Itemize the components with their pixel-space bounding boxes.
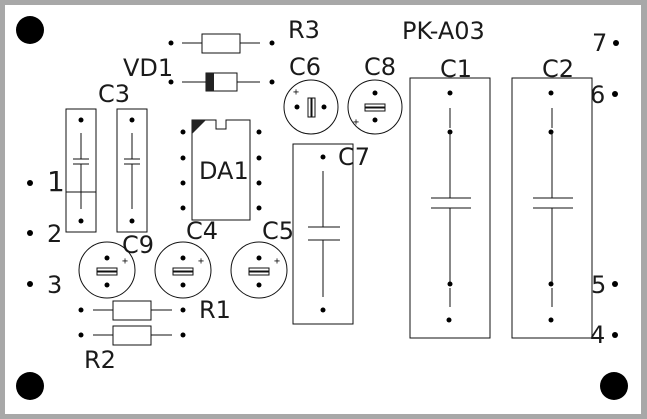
terminal-4[interactable]: 4 bbox=[590, 321, 618, 349]
capacitor-c2[interactable]: C2 bbox=[511, 55, 593, 339]
capacitor-c6[interactable]: C6 + bbox=[283, 53, 339, 135]
mounting-hole-bottom-right bbox=[600, 372, 628, 400]
pad bbox=[269, 79, 275, 85]
label-c1: C1 bbox=[440, 55, 472, 83]
terminal-label: 5 bbox=[591, 271, 606, 299]
terminal-label: 4 bbox=[590, 321, 605, 349]
terminal-1[interactable]: 1 bbox=[27, 165, 65, 198]
pad bbox=[269, 40, 275, 46]
label-da1: DA1 bbox=[199, 157, 249, 185]
terminal-6[interactable]: 6 bbox=[590, 81, 618, 109]
capacitor-c3[interactable]: C3 bbox=[65, 80, 148, 233]
label-c5: C5 bbox=[262, 217, 294, 245]
terminal-label: 7 bbox=[592, 29, 607, 57]
mounting-hole-top-left bbox=[16, 16, 44, 44]
board-title: PK-A03 bbox=[402, 17, 485, 45]
pad bbox=[168, 79, 174, 85]
capacitor-c1[interactable]: C1 bbox=[409, 55, 491, 339]
terminal-label: 2 bbox=[47, 220, 62, 248]
mounting-hole-bottom-left bbox=[16, 372, 44, 400]
terminal-5[interactable]: 5 bbox=[591, 271, 618, 299]
terminal-label: 6 bbox=[590, 81, 605, 109]
polarity-plus: + bbox=[353, 117, 359, 128]
capacitor-c8[interactable]: C8 + bbox=[347, 53, 403, 135]
capacitor-c9[interactable]: C9 + bbox=[78, 231, 154, 299]
diode-vd1[interactable]: VD1 bbox=[123, 54, 275, 92]
polarity-plus: + bbox=[198, 256, 204, 267]
terminal-label: 1 bbox=[47, 165, 65, 198]
pin1-marker bbox=[192, 120, 206, 134]
label-r2: R2 bbox=[84, 346, 116, 374]
polarity-plus: + bbox=[274, 256, 280, 267]
label-c8: C8 bbox=[364, 53, 396, 81]
resistor-r2[interactable]: R2 bbox=[78, 325, 186, 374]
capacitor-c4[interactable]: C4 + bbox=[154, 217, 218, 299]
polarity-plus: + bbox=[122, 256, 128, 267]
label-c2: C2 bbox=[542, 55, 574, 83]
terminal-label: 3 bbox=[47, 271, 62, 299]
polarity-plus: + bbox=[293, 87, 299, 98]
terminal-7[interactable]: 7 bbox=[592, 29, 619, 57]
resistor-r3[interactable]: R3 bbox=[168, 16, 320, 54]
terminal-2[interactable]: 2 bbox=[27, 220, 62, 248]
resistor-r1[interactable]: R1 bbox=[78, 296, 231, 324]
label-r3: R3 bbox=[288, 16, 320, 44]
capacitor-c7[interactable]: C7 bbox=[292, 143, 370, 325]
cathode-band bbox=[206, 73, 214, 91]
label-c6: C6 bbox=[289, 53, 321, 81]
label-vd1: VD1 bbox=[123, 54, 173, 82]
label-c3: C3 bbox=[98, 80, 130, 108]
label-c7: C7 bbox=[338, 143, 370, 171]
capacitor-c5[interactable]: C5 + bbox=[230, 217, 294, 299]
label-r1: R1 bbox=[199, 296, 231, 324]
terminal-3[interactable]: 3 bbox=[27, 271, 62, 299]
pad bbox=[168, 40, 174, 46]
label-c4: C4 bbox=[186, 217, 218, 245]
label-c9: C9 bbox=[122, 231, 154, 259]
ic-da1[interactable]: DA1 bbox=[180, 119, 262, 221]
